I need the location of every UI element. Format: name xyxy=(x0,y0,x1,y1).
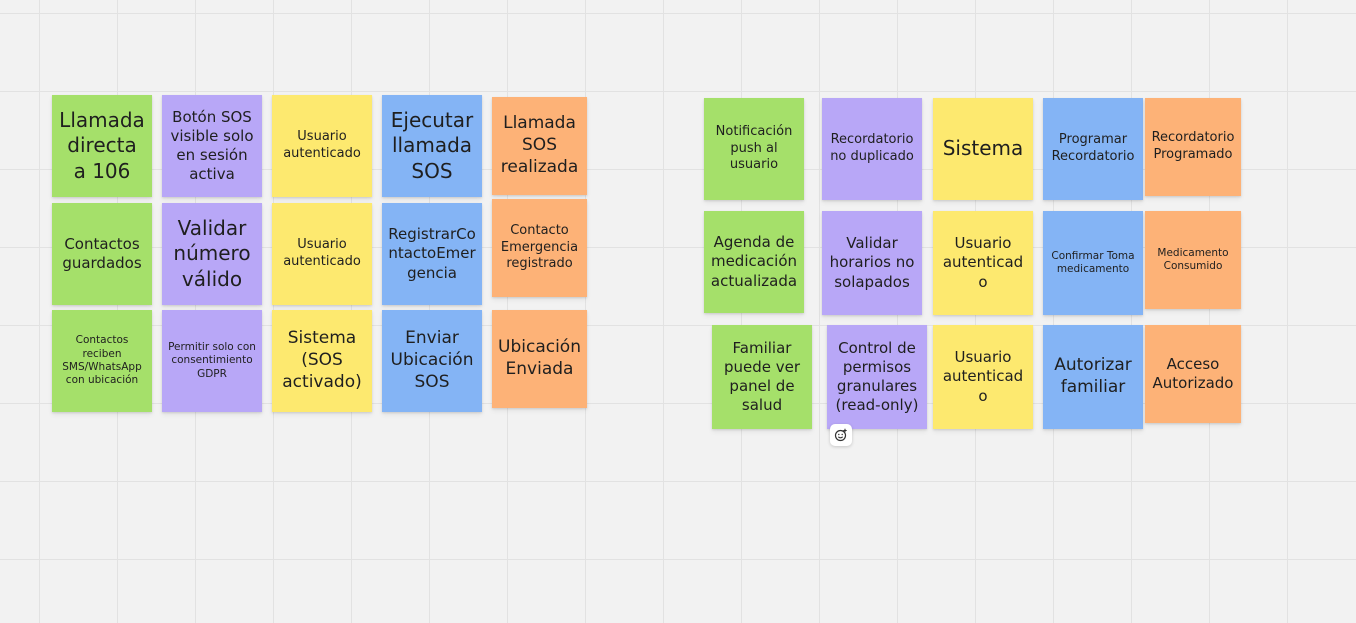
sticky-note-familiar-panel[interactable]: Familiar puede ver panel de salud xyxy=(712,325,812,429)
sticky-note-validar-numero[interactable]: Validar número válido xyxy=(162,203,262,305)
sticky-note-notificacion-push[interactable]: Notificación push al usuario xyxy=(704,98,804,200)
sticky-note-acceso-autorizado[interactable]: Acceso Autorizado xyxy=(1145,325,1241,423)
add-reaction-icon xyxy=(834,428,847,442)
add-reaction-button[interactable] xyxy=(830,424,852,446)
sticky-note-usuario-autenticado[interactable]: Usuario autenticado xyxy=(933,211,1033,315)
sticky-note-ubicacion-enviada[interactable]: Ubicación Enviada xyxy=(492,310,587,408)
sticky-note-autorizar-familiar[interactable]: Autorizar familiar xyxy=(1043,325,1143,429)
sticky-note-llamada-directa[interactable]: Llamada directa a 106 xyxy=(52,95,152,197)
sticky-note-contactos-guardados[interactable]: Contactos guardados xyxy=(52,203,152,305)
sticky-note-medicamento-consumido[interactable]: Medicamento Consumido xyxy=(1145,211,1241,309)
sticky-note-sistema[interactable]: Sistema xyxy=(933,98,1033,200)
sticky-note-agenda-medicacion[interactable]: Agenda de medicación actualizada xyxy=(704,211,804,313)
sticky-note-sistema-sos[interactable]: Sistema (SOS activado) xyxy=(272,310,372,412)
sticky-note-control-permisos[interactable]: Control de permisos granulares (read-onl… xyxy=(827,325,927,429)
sticky-note-enviar-ubicacion[interactable]: Enviar Ubicación SOS xyxy=(382,310,482,412)
sticky-note-boton-sos[interactable]: Botón SOS visible solo en sesión activa xyxy=(162,95,262,197)
sticky-note-ejecutar-llamada-sos[interactable]: Ejecutar llamada SOS xyxy=(382,95,482,197)
sticky-note-recordatorio-no-duplicado[interactable]: Recordatorio no duplicado xyxy=(822,98,922,200)
sticky-note-confirmar-toma[interactable]: Confirmar Toma medicamento xyxy=(1043,211,1143,315)
sticky-note-llamada-sos-realizada[interactable]: Llamada SOS realizada xyxy=(492,97,587,195)
sticky-note-contactos-reciben-sms[interactable]: Contactos reciben SMS/WhatsApp con ubica… xyxy=(52,310,152,412)
sticky-note-validar-horarios[interactable]: Validar horarios no solapados xyxy=(822,211,922,315)
sticky-note-usuario-autenticado[interactable]: Usuario autenticado xyxy=(272,95,372,197)
sticky-note-usuario-autenticado[interactable]: Usuario autenticado xyxy=(272,203,372,305)
sticky-note-programar-recordatorio[interactable]: Programar Recordatorio xyxy=(1043,98,1143,200)
sticky-note-permitir-consentimiento[interactable]: Permitir solo con consentimiento GDPR xyxy=(162,310,262,412)
sticky-note-recordatorio-programado[interactable]: Recordatorio Programado xyxy=(1145,98,1241,196)
sticky-note-registrar-contacto[interactable]: RegistrarContactoEmergencia xyxy=(382,203,482,305)
sticky-note-usuario-autenticado[interactable]: Usuario autenticado xyxy=(933,325,1033,429)
sticky-note-contacto-emergencia[interactable]: Contacto Emergencia registrado xyxy=(492,199,587,297)
